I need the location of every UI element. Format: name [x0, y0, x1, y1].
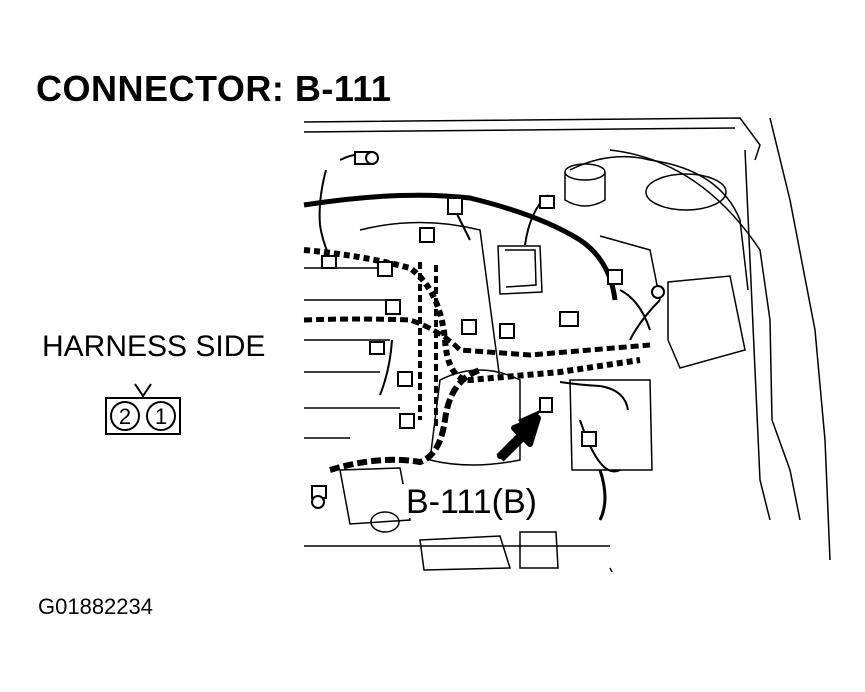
pin-2-label: 2: [119, 404, 131, 429]
harness-side-label: HARNESS SIDE: [42, 330, 266, 363]
callout-label: B-111(B): [406, 483, 537, 521]
page-title: CONNECTOR: B-111: [36, 68, 392, 109]
callout-arrow-shaft: [496, 424, 534, 462]
wiring-harness: [303, 153, 661, 521]
callout-arrow-head: [518, 410, 540, 434]
harness-connectors: [311, 151, 665, 509]
callout-label-bg: [402, 484, 552, 518]
body-outline: [303, 117, 831, 573]
pin-1-label: 1: [155, 404, 167, 429]
connector-face: 2 1: [105, 383, 181, 435]
figure-id: G01882234: [38, 594, 153, 619]
